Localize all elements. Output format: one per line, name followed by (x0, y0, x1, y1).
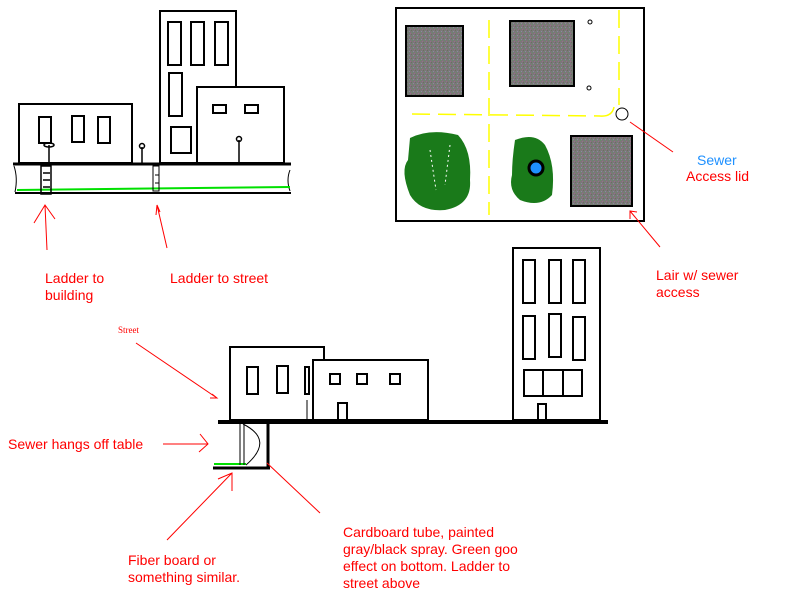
building-block (405, 25, 464, 97)
sewer-side-view (213, 422, 270, 470)
side-building-a (229, 346, 325, 421)
label-access-lid: Access lid (686, 168, 750, 184)
label-sewer-hangs: Sewer hangs off table (8, 436, 144, 452)
ladder-to-building (40, 165, 52, 195)
arrows-top (33, 204, 168, 251)
side-building-tall (512, 247, 601, 421)
top-building-right (196, 86, 285, 164)
overhead-map (395, 7, 645, 222)
label-cardboard-tube: Cardboard tube, painted gray/black spray… (343, 524, 518, 591)
label-fiber-board: Fiber board or something similar. (128, 552, 241, 585)
label-ladder-to-street: Ladder to street (170, 270, 269, 286)
arrows-side (135, 342, 321, 541)
sewer-pipe-top (13, 162, 291, 194)
top-building-left (18, 103, 133, 164)
side-building-b (312, 359, 429, 421)
building-block (509, 20, 575, 87)
bush (404, 132, 471, 211)
label-lair: Lair w/ sewer access (656, 267, 739, 300)
ladder-to-street (152, 165, 160, 192)
street-lamps (43, 135, 243, 163)
sewer-access-lid-icon (615, 107, 629, 121)
lair-entrance-icon (527, 159, 545, 177)
arrows-map (629, 121, 674, 248)
label-sewer: Sewer (697, 152, 737, 168)
building-block (570, 135, 633, 207)
label-ladder-to-building: Ladder to building (45, 270, 105, 303)
label-street: Street (118, 325, 139, 335)
